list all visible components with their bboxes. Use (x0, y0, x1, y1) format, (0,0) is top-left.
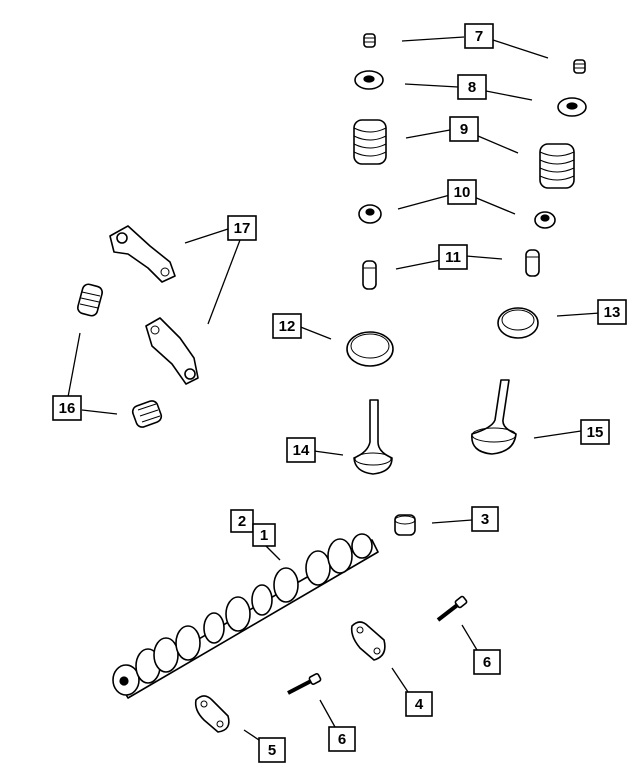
callout-5-label: 5 (268, 742, 276, 759)
lash-adjuster-lower (131, 400, 163, 428)
spring-retainer-right (557, 97, 587, 117)
callout-1-label: 1 (260, 527, 268, 544)
callout-17: 17 (227, 215, 257, 241)
leader-8-right (485, 90, 533, 101)
leader-6-left (319, 699, 336, 728)
callout-4-label: 4 (415, 696, 424, 713)
rocker-arm-lower (145, 317, 199, 385)
leader-9-right (477, 135, 519, 154)
callout-14-label: 14 (293, 442, 310, 459)
callout-10: 10 (447, 179, 477, 205)
camshaft-bearing-cap-right (350, 621, 386, 661)
callout-1: 1 (252, 523, 276, 547)
callout-8: 8 (457, 74, 487, 100)
callout-3-label: 3 (481, 511, 489, 528)
callout-14: 14 (286, 437, 316, 463)
leader-16-right (81, 409, 118, 415)
callout-2: 2 (230, 509, 254, 533)
callout-12-label: 12 (279, 318, 296, 335)
callout-10-label: 10 (454, 184, 471, 201)
callout-6-right-label: 6 (483, 654, 491, 671)
leader-6-right (461, 624, 478, 651)
callout-13: 13 (597, 299, 627, 325)
leader-7-left (401, 36, 465, 42)
leader-14 (313, 450, 344, 456)
callout-16: 16 (52, 395, 82, 421)
callout-6-right: 6 (473, 649, 501, 675)
valve-guide-left (362, 260, 377, 290)
callout-4: 4 (405, 691, 433, 717)
callout-13-label: 13 (604, 304, 621, 321)
callout-3: 3 (471, 506, 499, 532)
callout-11: 11 (438, 244, 468, 270)
leader-10-left (397, 194, 451, 210)
spring-retainer-left (354, 70, 384, 90)
leader-3 (431, 519, 473, 524)
valve-seal-left (358, 204, 382, 224)
callout-11-label: 11 (445, 249, 461, 266)
callout-6-left-label: 6 (338, 731, 346, 748)
leader-17-down (207, 239, 241, 325)
leader-16-up (67, 332, 81, 398)
callout-8-label: 8 (468, 79, 476, 96)
leader-17-left (184, 228, 229, 244)
rocker-arm-upper (109, 225, 176, 283)
callout-6-left: 6 (328, 726, 356, 752)
leader-12 (297, 325, 332, 340)
bearing-cap-bolt-left (287, 673, 322, 695)
valve-seat-ring-left (346, 331, 394, 367)
valve-keeper-right (573, 59, 586, 74)
valve-spring-right (539, 143, 575, 189)
valve-spring-left (353, 119, 387, 165)
valve-seal-right (534, 211, 556, 229)
leader-11-right (465, 255, 503, 260)
leader-4 (391, 667, 411, 696)
leader-11-left (395, 259, 442, 270)
camshaft-plug (394, 514, 416, 536)
callout-16-label: 16 (59, 400, 76, 417)
valve-guide-right (525, 249, 540, 277)
valve-seat-ring-right (497, 307, 539, 339)
camshaft-bearing-cap-left (194, 695, 230, 733)
leader-15 (533, 430, 582, 439)
intake-valve (353, 399, 393, 475)
leader-9-left (405, 129, 451, 139)
leader-13 (556, 312, 601, 317)
callout-15-label: 15 (587, 424, 604, 441)
camshaft (112, 533, 379, 699)
exhaust-valve (471, 379, 517, 455)
callout-17-label: 17 (234, 220, 251, 237)
callout-12: 12 (272, 313, 302, 339)
callout-9-label: 9 (460, 121, 468, 138)
leader-10-right (473, 196, 516, 215)
callout-7: 7 (464, 23, 494, 49)
leader-7-right (492, 39, 549, 59)
callout-5: 5 (258, 737, 286, 763)
leader-1 (264, 544, 281, 561)
callout-15: 15 (580, 419, 610, 445)
callout-7-label: 7 (475, 28, 483, 45)
lash-adjuster-upper (77, 283, 103, 317)
bearing-cap-bolt-right (436, 595, 468, 622)
leader-8-left (404, 83, 459, 88)
callout-2-label: 2 (238, 513, 246, 530)
callout-9: 9 (449, 116, 479, 142)
valve-keeper-left (363, 33, 376, 48)
